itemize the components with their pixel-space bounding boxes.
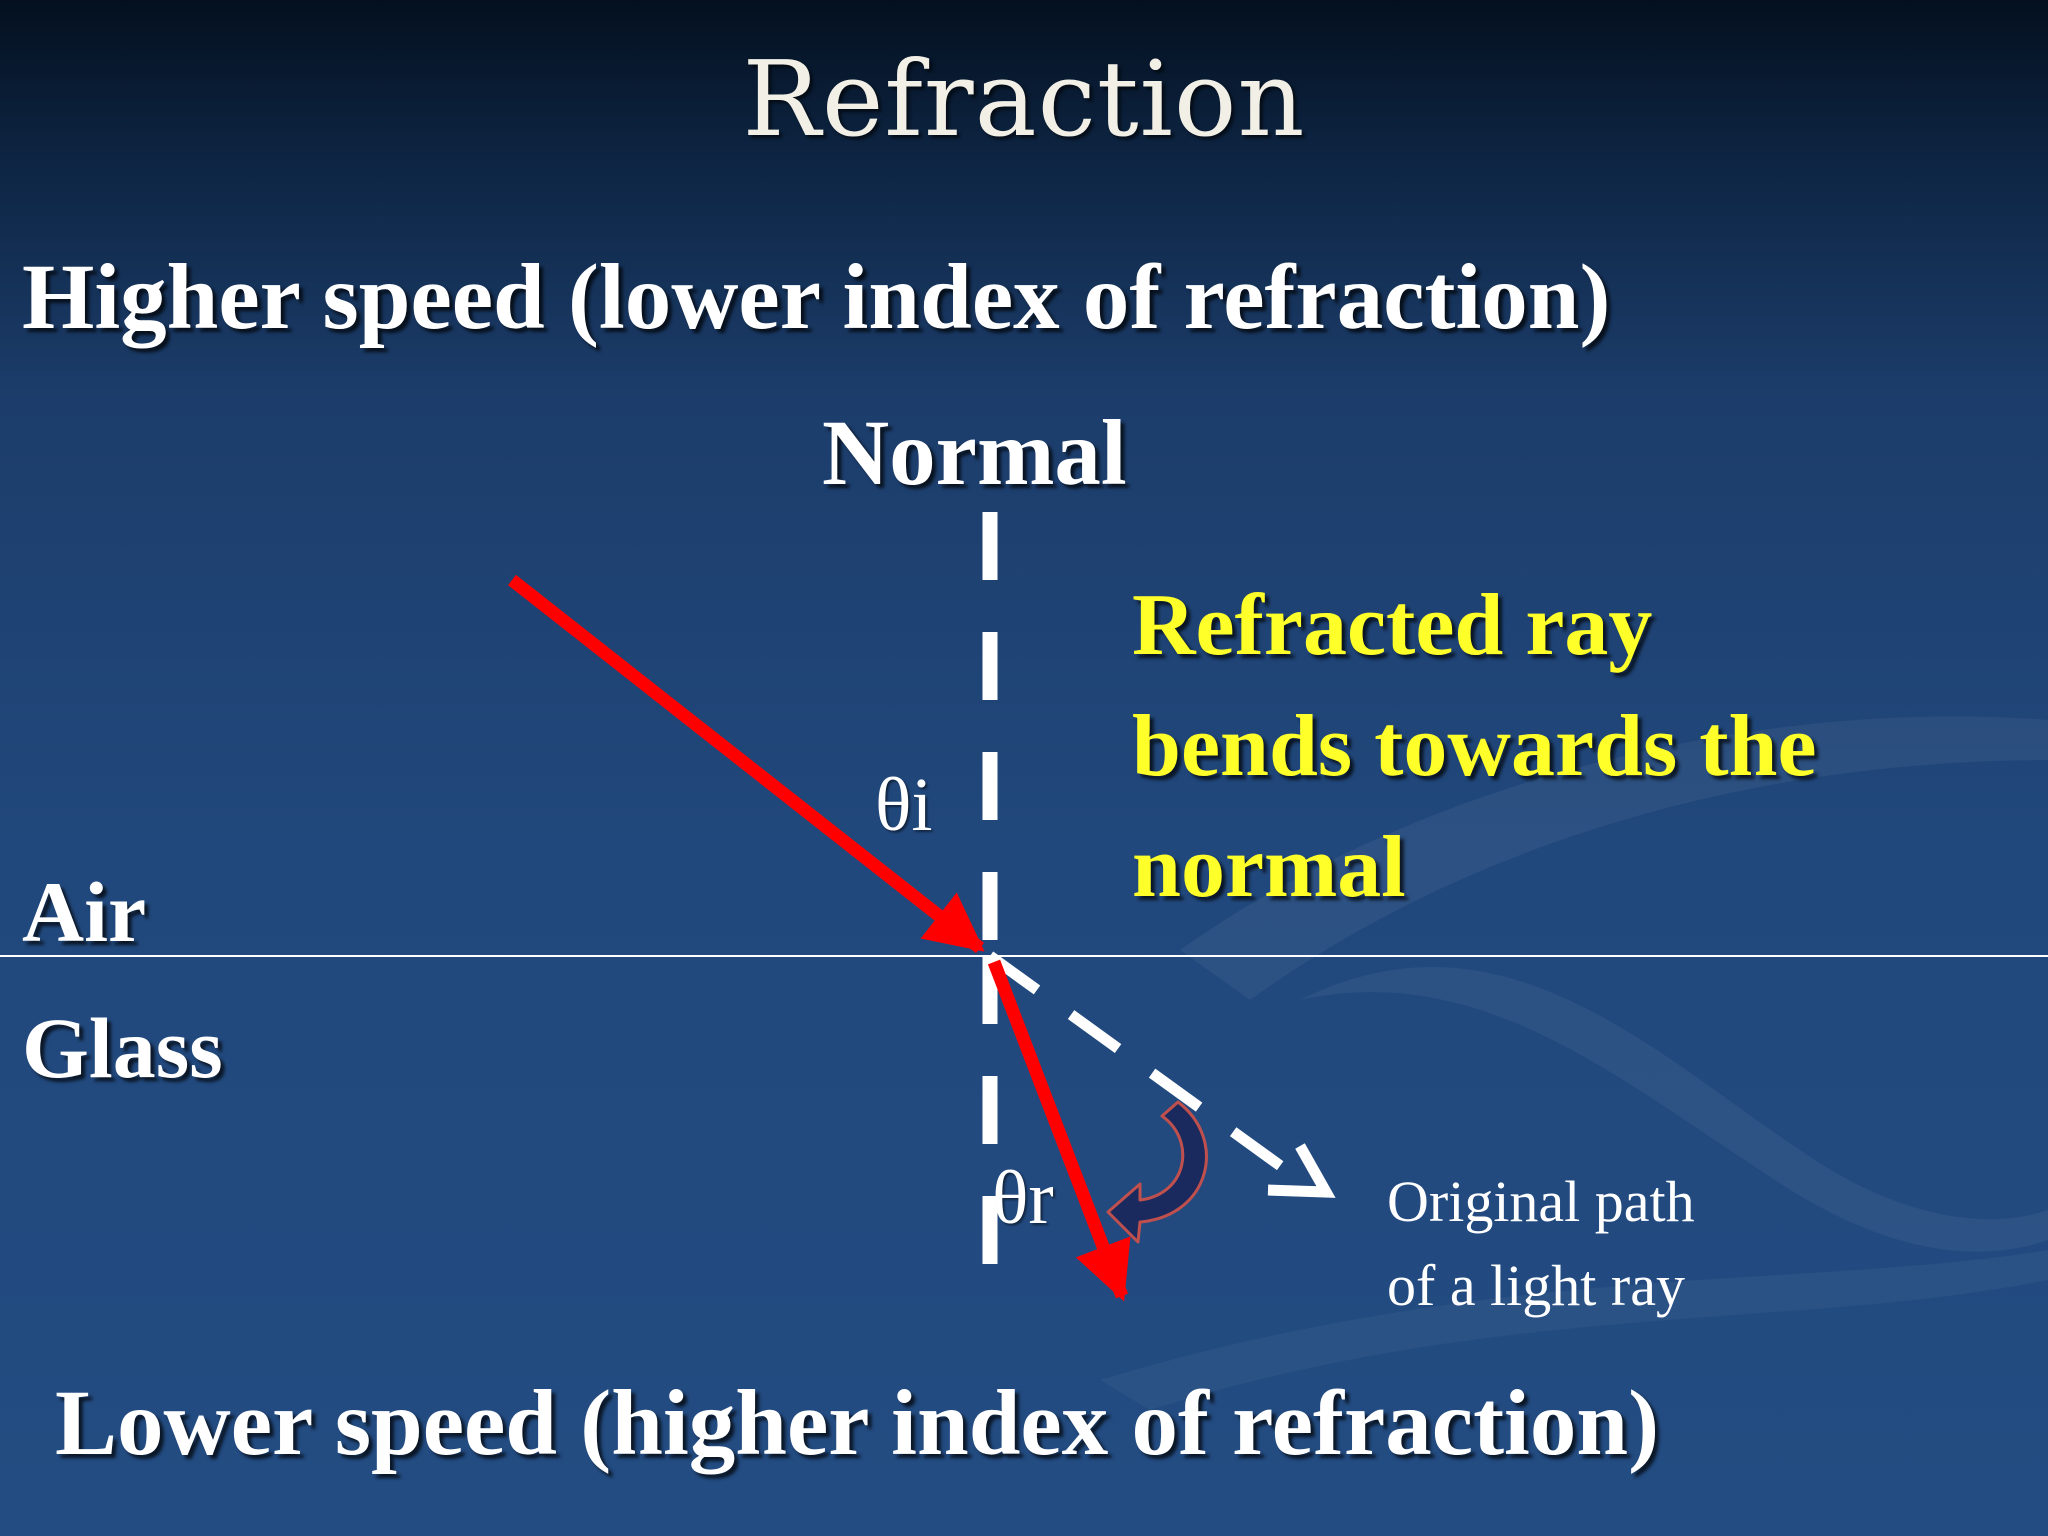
slide-title: Refraction — [742, 38, 1306, 160]
refraction-angle-label: θr — [992, 1156, 1054, 1240]
callout-line: bends towards the — [1132, 698, 1817, 795]
original-path-note: Original path of a light ray — [1387, 1160, 1695, 1328]
refracted-ray-callout: Refracted ray bends towards the normal — [1132, 565, 2032, 928]
original-path-arrow — [986, 951, 1336, 1198]
incident-ray — [507, 574, 985, 954]
incidence-angle-label: θi — [875, 763, 933, 847]
air-medium-label: Air — [22, 864, 147, 960]
callout-line: normal — [1132, 819, 1406, 916]
higher-speed-caption: Higher speed (lower index of refraction) — [22, 246, 1611, 349]
callout-line: Refracted ray — [1132, 577, 1653, 674]
bend-direction-arrow — [1106, 1100, 1208, 1244]
glass-medium-label: Glass — [22, 1000, 223, 1096]
lower-speed-caption: Lower speed (higher index of refraction) — [55, 1372, 1660, 1475]
original-path-line: of a light ray — [1387, 1253, 1685, 1318]
original-path-line: Original path — [1387, 1169, 1695, 1234]
refracted-ray — [987, 959, 1131, 1302]
normal-label: Normal — [822, 402, 1127, 505]
